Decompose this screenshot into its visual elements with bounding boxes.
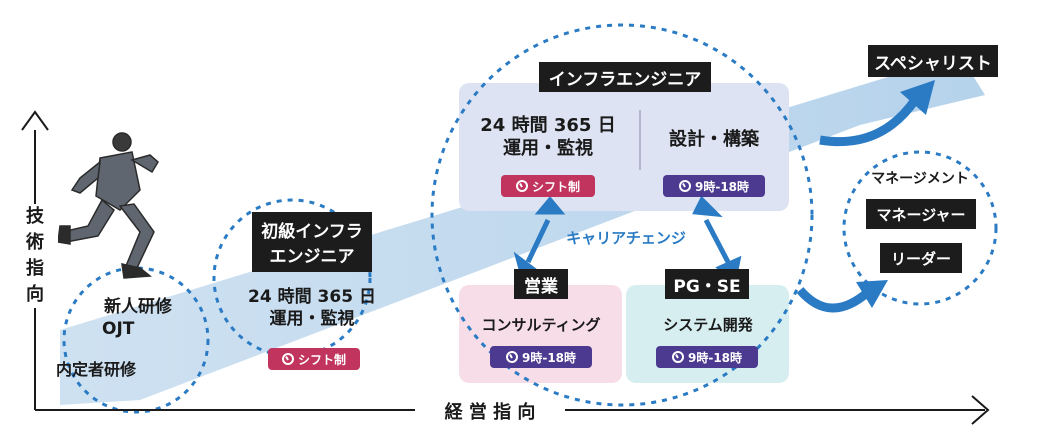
stage2-body-line1: 24 時間 365 日 — [248, 287, 376, 307]
vertical-axis-label: 技 術 指 向 — [12, 204, 58, 309]
career-change-arrow-right — [692, 195, 742, 285]
leader-label: リーダー — [880, 243, 962, 273]
x-axis-arrowhead — [971, 395, 990, 425]
stage1-text: 新人研修 OJT — [88, 296, 188, 340]
horizontal-axis-label: 経 営 指 向 — [444, 402, 536, 423]
y-axis-arrowhead — [21, 110, 49, 131]
sales-title: 営業 — [514, 269, 568, 299]
arrow-to-specialist-head — [900, 80, 935, 115]
stage2-body-line2: 運用・監視 — [269, 309, 355, 330]
clock-icon — [505, 351, 518, 363]
pgse-body: システム開発 — [663, 316, 753, 334]
stage3-shift-badge: シフト制 — [501, 175, 595, 197]
stage2-title: 初級インフラ エンジニア — [252, 212, 372, 272]
stage1-line2: OJT — [102, 319, 135, 340]
stage2-shift-badge: シフト制 — [268, 348, 360, 370]
stage2-body: 24 時間 365 日 運用・監視 — [232, 286, 392, 330]
management-circle — [842, 150, 998, 306]
clock-icon — [671, 351, 684, 363]
stage1-line3: 内定者研修 — [56, 360, 137, 379]
pgse-time-badge: 9時-18時 — [656, 346, 758, 368]
stage3-time-badge: 9時-18時 — [663, 175, 765, 197]
stage3-left-line2: 運用・監視 — [503, 138, 593, 160]
arrow-to-specialist — [819, 97, 919, 147]
stage3-left-text: 24 時間 365 日 運用・監視 — [462, 114, 634, 161]
clock-icon — [678, 180, 691, 192]
runner-figure — [57, 132, 159, 279]
manager-label: マネージャー — [866, 199, 976, 229]
sales-time-badge: 9時-18時 — [490, 346, 592, 368]
stage3-left-line1: 24 時間 365 日 — [480, 115, 616, 136]
management-heading: マネージメント — [871, 171, 969, 187]
clock-icon — [515, 180, 528, 192]
career-change-label: キャリアチェンジ — [566, 229, 686, 247]
arrow-to-management — [796, 286, 871, 313]
stage3-circle — [430, 23, 814, 407]
pgse-title: PG・SE — [665, 269, 749, 299]
sales-body: コンサルティング — [481, 316, 601, 334]
arrow-to-management-head — [856, 280, 888, 308]
stage3-right-text: 設計・構築 — [669, 129, 759, 150]
specialist-label: スペシャリスト — [868, 45, 998, 77]
stage1-circle — [62, 266, 210, 414]
stage3-title: インフラエンジニア — [539, 62, 711, 92]
stage1-line1: 新人研修 — [104, 297, 172, 317]
clock-icon — [281, 353, 294, 365]
